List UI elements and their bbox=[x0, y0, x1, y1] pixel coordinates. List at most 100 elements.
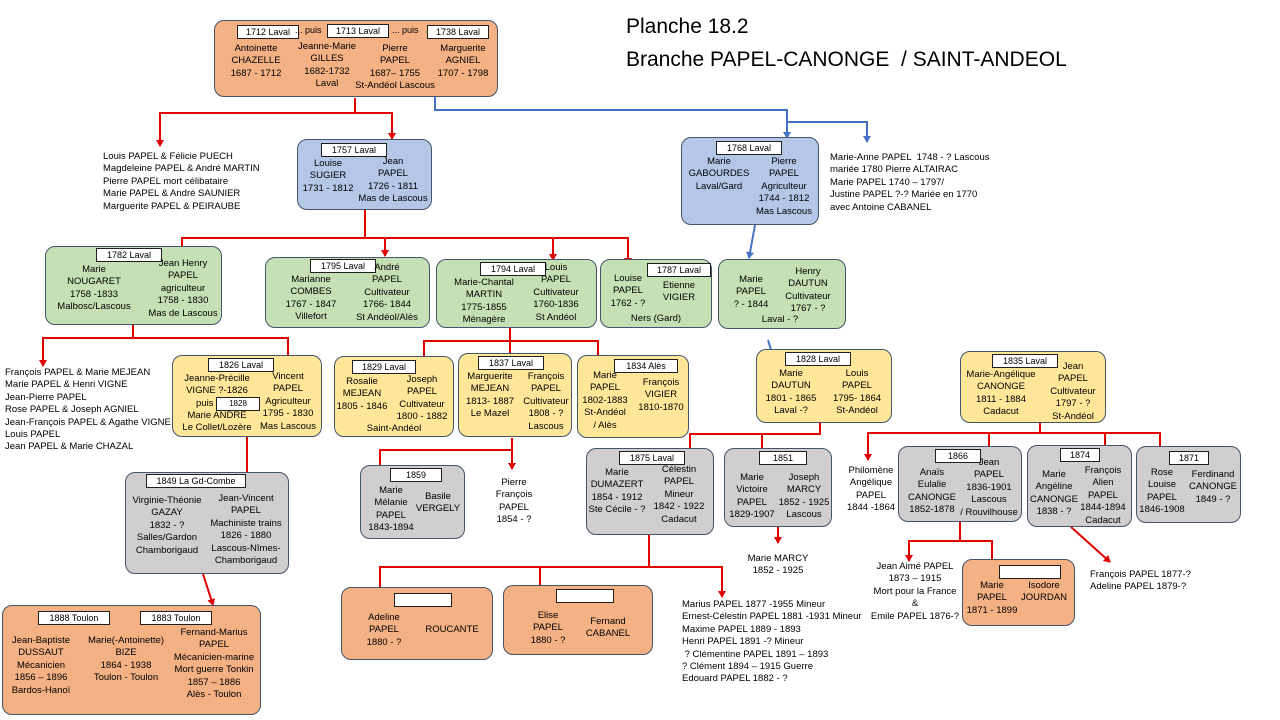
person-text: Saint-Andéol bbox=[366, 423, 422, 434]
person-text: Pierre PAPEL 1687– 1755 St-Andéol Lascou… bbox=[355, 43, 435, 92]
date-tag: 1834 Alès bbox=[614, 359, 678, 373]
person-text: ROUCANTE bbox=[425, 624, 479, 635]
person-text: Virginie-Théonie GAZAY 1832 - ? Salles/G… bbox=[132, 495, 202, 556]
person-text: Jeanne-Marie GILLES 1682-1732 Laval bbox=[297, 41, 357, 90]
person-text: Ferdinand CANONGE 1849 - ? bbox=[1188, 469, 1238, 505]
children-list: François PAPEL & Marie MEJEAN Marie PAPE… bbox=[5, 367, 171, 453]
date-tag: 1835 Laval bbox=[992, 354, 1058, 368]
person-text: Antoinette CHAZELLE 1687 - 1712 bbox=[230, 43, 282, 79]
person-text: Pierre François PAPEL 1854 - ? bbox=[495, 477, 533, 526]
person-text: Jean PAPEL Cultivateur 1797 - ? St-Andéo… bbox=[1050, 361, 1096, 422]
person-text: Louis PAPEL Cultivateur 1760-1836 St And… bbox=[533, 262, 579, 323]
date-tag: 1859 bbox=[390, 468, 442, 482]
date-tag: 1828 Laval bbox=[785, 352, 851, 366]
person-text: Jeanne-Précille VIGNE ?-1826 bbox=[184, 373, 250, 397]
date-tag: 1829 Laval bbox=[352, 360, 416, 374]
person-text: Marie PAPEL 1871 - 1899 bbox=[966, 580, 1018, 616]
person-text: Fernand-Marius PAPEL Mécanicien-marine M… bbox=[173, 627, 255, 701]
person-text: Marie PAPEL 1802-1883 St-Andéol / Alès bbox=[582, 370, 628, 431]
person-text: Célestin PAPEL Mineur 1842 - 1922 Cadacu… bbox=[653, 464, 705, 525]
person-text: André PAPEL Cultivateur 1766- 1844 St An… bbox=[356, 262, 418, 323]
person-text: Jean Henry PAPEL agriculteur 1758 - 1830… bbox=[148, 258, 218, 319]
person-text: Rose Louise PAPEL 1846-1908 bbox=[1139, 467, 1185, 516]
person-text: Marguerite AGNIEL 1707 - 1798 bbox=[437, 43, 489, 79]
date-tag: 1875 Laval bbox=[619, 451, 685, 465]
person-text: Marie GABOURDES Laval/Gard bbox=[688, 156, 750, 192]
person-text: Marie DAUTUN 1801 - 1865 Laval -? bbox=[765, 368, 817, 417]
person-text: Jean Aimé PAPEL 1873 – 1915 Mort pour la… bbox=[870, 561, 960, 622]
person-text: Basile VERGELY bbox=[415, 491, 461, 515]
person-text: Henry DAUTUN Cultivateur 1767 - ? bbox=[785, 266, 831, 315]
date-tag: 1871 bbox=[1169, 451, 1209, 465]
person-text: Marie-Chantal MARTIN 1775-1855 Ménagère bbox=[454, 277, 514, 326]
person-text: Marie PAPEL ? - 1844 bbox=[733, 274, 769, 310]
person-text: Louise SUGIER 1731 - 1812 bbox=[302, 158, 354, 194]
person-text: Louise PAPEL 1762 - ? bbox=[610, 273, 646, 309]
date-tag: 1768 Laval bbox=[716, 141, 782, 155]
person-text: François PAPEL Cultivateur 1808 - ? Lasc… bbox=[523, 371, 569, 432]
children-list: Louis PAPEL & Félicie PUECH Magdeleine P… bbox=[103, 151, 260, 212]
person-text: Jean-Vincent PAPEL Machiniste trains 182… bbox=[210, 493, 282, 567]
person-text: Pierre PAPEL Agriculteur 1744 - 1812 Mas… bbox=[756, 156, 812, 217]
date-tag: 1851 bbox=[759, 451, 807, 465]
person-text: Fernand CABANEL bbox=[585, 616, 631, 640]
person-text: Marie Mélanie PAPEL 1843-1894 bbox=[368, 485, 414, 534]
person-text: Marie DUMAZERT 1854 - 1912 Ste Cécile - … bbox=[588, 467, 646, 516]
date-tag: 1883 Toulon bbox=[140, 611, 212, 625]
person-text: Etienne VIGIER bbox=[662, 280, 696, 304]
date-tag: 1795 Laval bbox=[310, 259, 376, 273]
date-tag: 1826 Laval bbox=[208, 358, 274, 372]
person-text: Marie-Angélique CANONGE 1811 - 1884 Cada… bbox=[966, 369, 1036, 418]
separator-text: ... puis bbox=[295, 25, 322, 35]
person-text: Rosalie MEJEAN 1805 - 1846 bbox=[336, 376, 388, 412]
date-tag: 1828 bbox=[216, 397, 260, 411]
person-text: Jean PAPEL 1726 - 1811 Mas de Lascous bbox=[358, 156, 428, 205]
separator-text: ... puis bbox=[392, 25, 419, 35]
person-text: Marianne COMBES 1767 - 1847 Villefort bbox=[285, 274, 337, 323]
date-tag: 1866 bbox=[935, 449, 981, 463]
date-tag: 1874 bbox=[1060, 448, 1100, 462]
family-box-1849 bbox=[125, 472, 289, 574]
person-text: Anaïs Eulalie CANONGE 1852-1878 bbox=[907, 467, 957, 516]
family-box-dautun bbox=[718, 259, 846, 329]
person-text: Marie(-Antoinette) BIZE 1864 - 1938 Toul… bbox=[87, 635, 165, 684]
page-title-line-2: Branche PAPEL-CANONGE / SAINT-ANDEOL bbox=[626, 48, 1067, 71]
person-text: Vincent PAPEL Agriculteur 1795 - 1830 Ma… bbox=[260, 371, 316, 432]
person-text: François VIGIER 1810-1870 bbox=[638, 377, 684, 413]
date-tag: 1757 Laval bbox=[321, 143, 387, 157]
person-text: Laval - ? bbox=[761, 314, 799, 325]
person-text: Louis PAPEL 1795- 1864 St-Andéol bbox=[832, 368, 882, 417]
date-tag: 1738 Laval bbox=[427, 25, 489, 39]
person-text: Adeline PAPEL 1880 - ? bbox=[366, 612, 402, 648]
date-tag: 1713 Laval bbox=[327, 24, 389, 38]
person-text: Marie MARCY 1852 - 1925 bbox=[747, 553, 809, 577]
person-text: Marie Angéline CANONGE 1838 - ? bbox=[1029, 469, 1079, 518]
person-text: Marie ANDRE Le Collet/Lozère bbox=[182, 410, 252, 434]
date-tag bbox=[556, 589, 614, 603]
date-tag: 1782 Laval bbox=[96, 248, 162, 262]
separator-text: puis bbox=[196, 398, 214, 409]
person-text: Philomène Angélique PAPEL 1844 -1864 bbox=[846, 465, 896, 514]
person-text: François Alien PAPEL 1844-1894 Cadacut bbox=[1080, 465, 1126, 526]
children-list: Marius PAPEL 1877 -1955 Mineur Ernest-Cé… bbox=[682, 599, 862, 685]
person-text: Marie Victoire PAPEL 1829-1907 bbox=[729, 472, 775, 521]
person-text: Isodore JOURDAN bbox=[1021, 580, 1067, 604]
person-text: Jean-Baptiste DUSSAUT Mécanicien 1856 – … bbox=[11, 635, 71, 696]
person-text: Jean PAPEL 1836-1901 Lascous / Rouvilhou… bbox=[960, 457, 1018, 518]
children-list: Marie-Anne PAPEL 1748 - ? Lascous mariée… bbox=[830, 152, 990, 213]
date-tag: 1794 Laval bbox=[480, 262, 546, 276]
person-text: Ners (Gard) bbox=[630, 313, 682, 324]
date-tag: 1712 Laval bbox=[237, 25, 299, 39]
person-text: Marguerite MEJEAN 1813- 1887 Le Mazel bbox=[465, 371, 515, 420]
person-text: Elise PAPEL 1880 - ? bbox=[530, 610, 566, 646]
person-text: Marie NOUGARET 1758 -1833 Malbosc/Lascou… bbox=[57, 264, 131, 313]
date-tag bbox=[394, 593, 452, 607]
date-tag: 1837 Laval bbox=[478, 356, 544, 370]
date-tag: 1787 Laval bbox=[647, 263, 711, 277]
person-text: Joseph PAPEL Cultivateur 1800 - 1882 bbox=[396, 374, 448, 423]
date-tag bbox=[999, 565, 1061, 579]
date-tag: 1849 La Gd-Combe bbox=[146, 474, 246, 488]
person-text: Joseph MARCY 1852 - 1925 Lascous bbox=[778, 472, 830, 521]
date-tag: 1888 Toulon bbox=[38, 611, 110, 625]
